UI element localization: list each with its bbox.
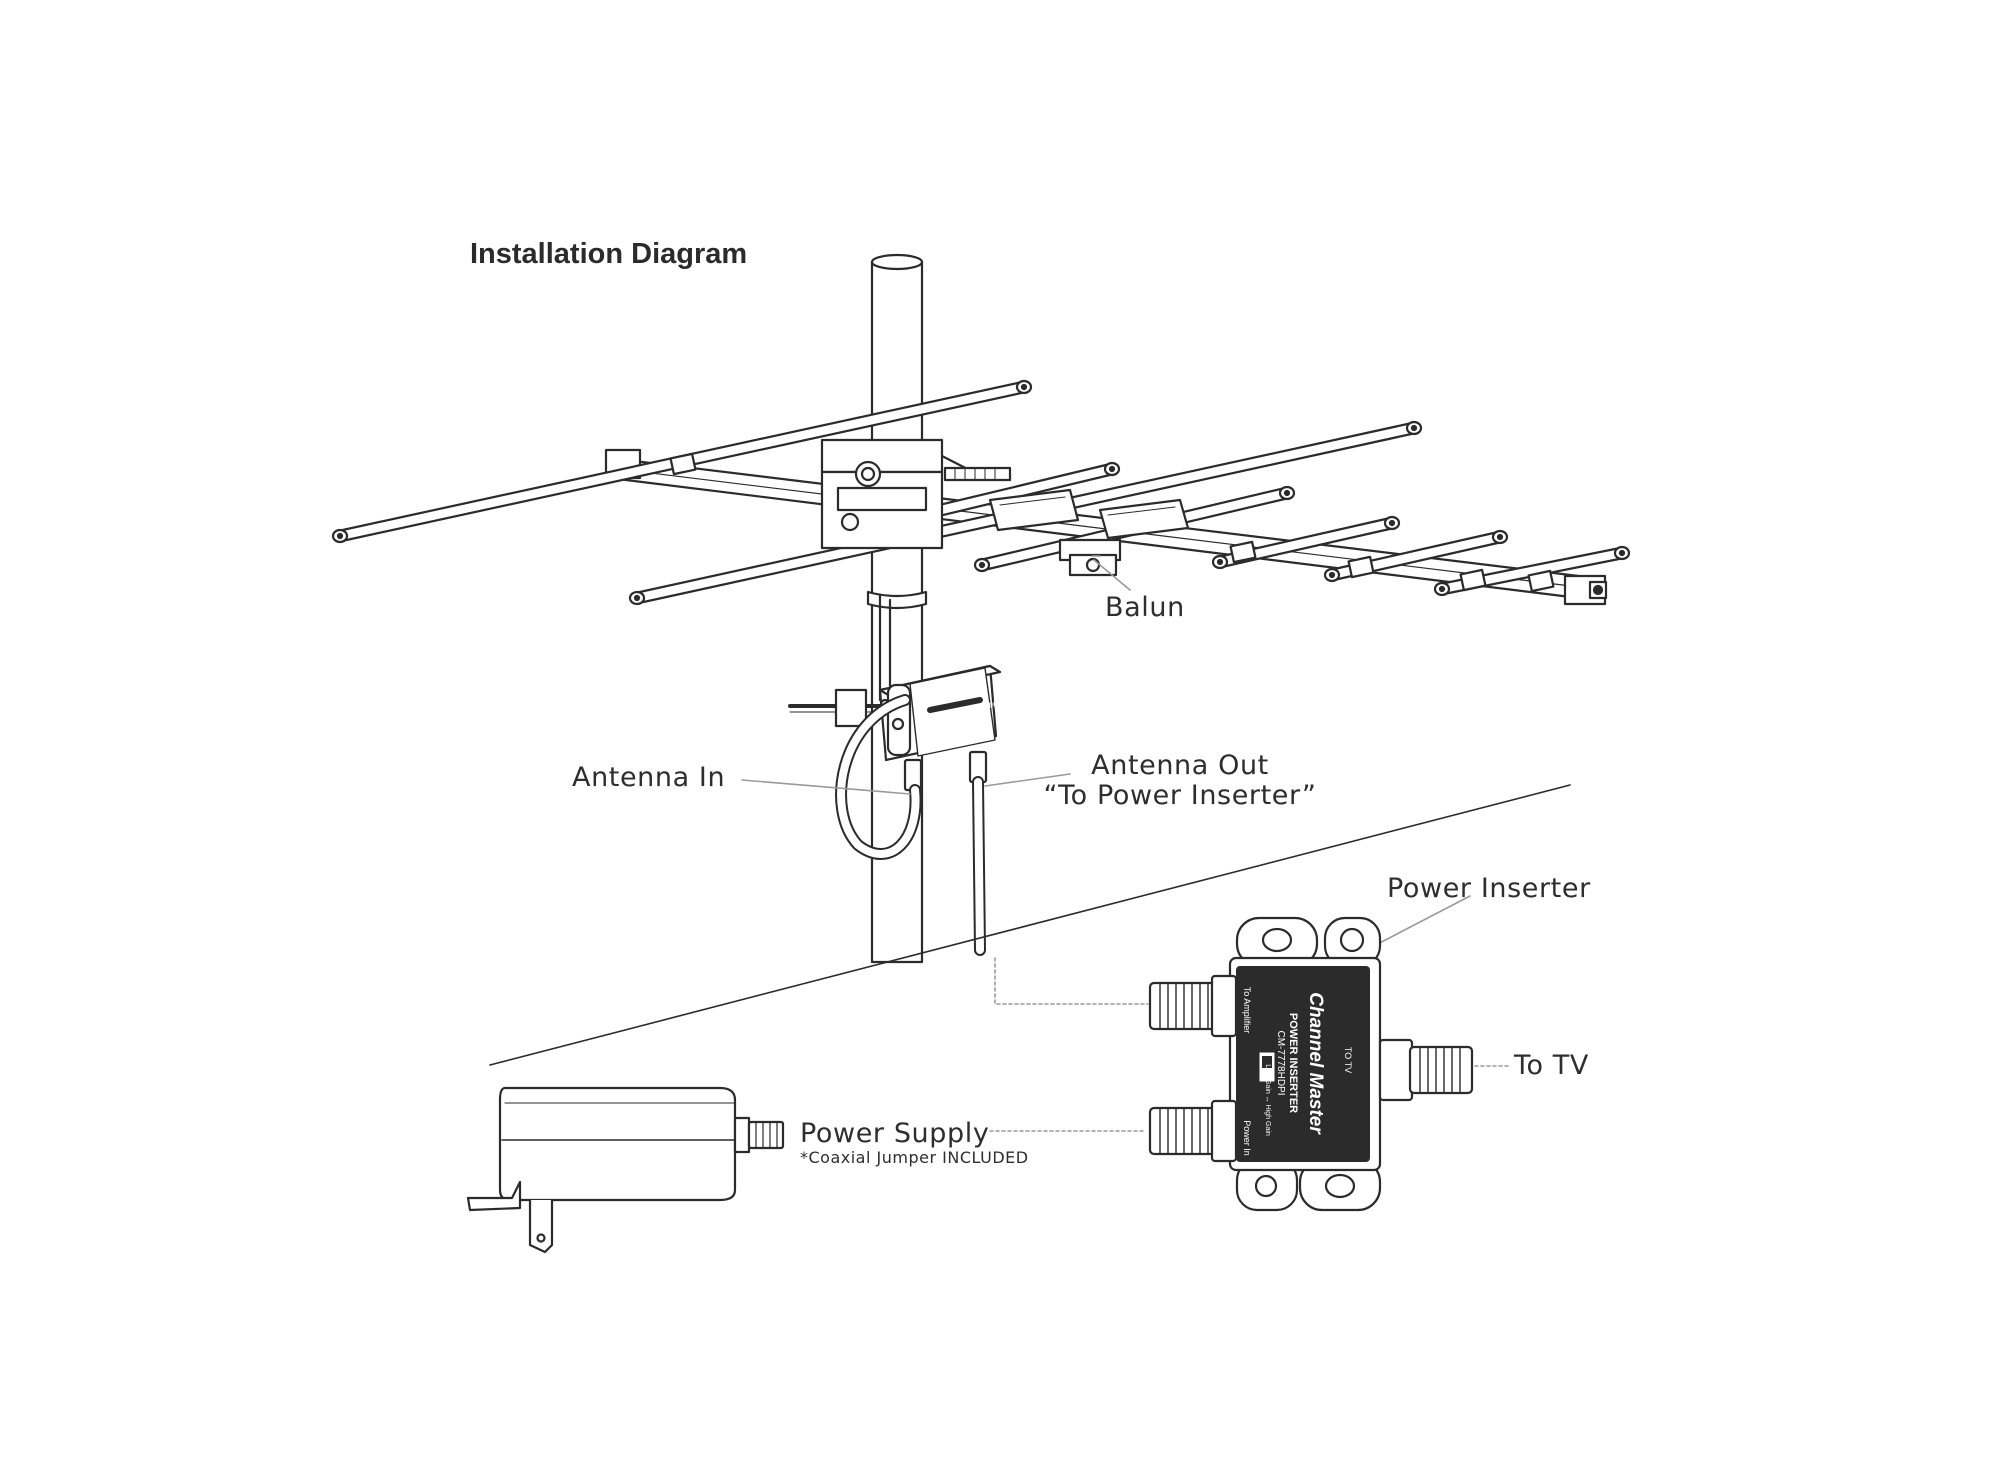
inserter-gain: Low Gain ↔ High Gain <box>1264 1064 1271 1136</box>
power-inserter-labels: Channel Master POWER INSERTER CM-7778HDP… <box>1242 987 1353 1156</box>
power-inserter-label: Power Inserter <box>1387 873 1591 904</box>
antenna-out-label: Antenna Out <box>1091 750 1269 781</box>
to-tv-label: To TV <box>1514 1050 1589 1081</box>
inserter-model: CM-7778HDPI <box>1275 1030 1286 1095</box>
power-inserter <box>1148 916 1474 1212</box>
divider-line <box>489 784 1571 1066</box>
inserter-port-to-tv: TO TV <box>1343 1047 1353 1073</box>
diagram-title: Installation Diagram <box>470 238 748 270</box>
inserter-brand: Channel Master <box>1305 992 1326 1135</box>
mast-bracket <box>820 438 1012 550</box>
inserter-port-power-in: Power In <box>1242 1120 1252 1156</box>
inserter-port-to-amplifier: To Amplifier <box>1242 987 1252 1034</box>
coax-cables <box>835 694 986 956</box>
antenna-in-label: Antenna In <box>572 762 726 793</box>
antenna-out-sublabel: “To Power Inserter” <box>1043 780 1317 811</box>
preamplifier <box>788 664 1002 792</box>
cable-tie <box>866 590 928 702</box>
inserter-name: POWER INSERTER <box>1287 1013 1299 1113</box>
power-supply-note: *Coaxial Jumper INCLUDED <box>800 1148 1029 1167</box>
power-supply <box>466 1086 785 1254</box>
leader-lines <box>741 555 1509 1132</box>
balun-label: Balun <box>1105 592 1185 623</box>
balun <box>988 488 1190 577</box>
power-supply-label: Power Supply <box>800 1118 990 1149</box>
